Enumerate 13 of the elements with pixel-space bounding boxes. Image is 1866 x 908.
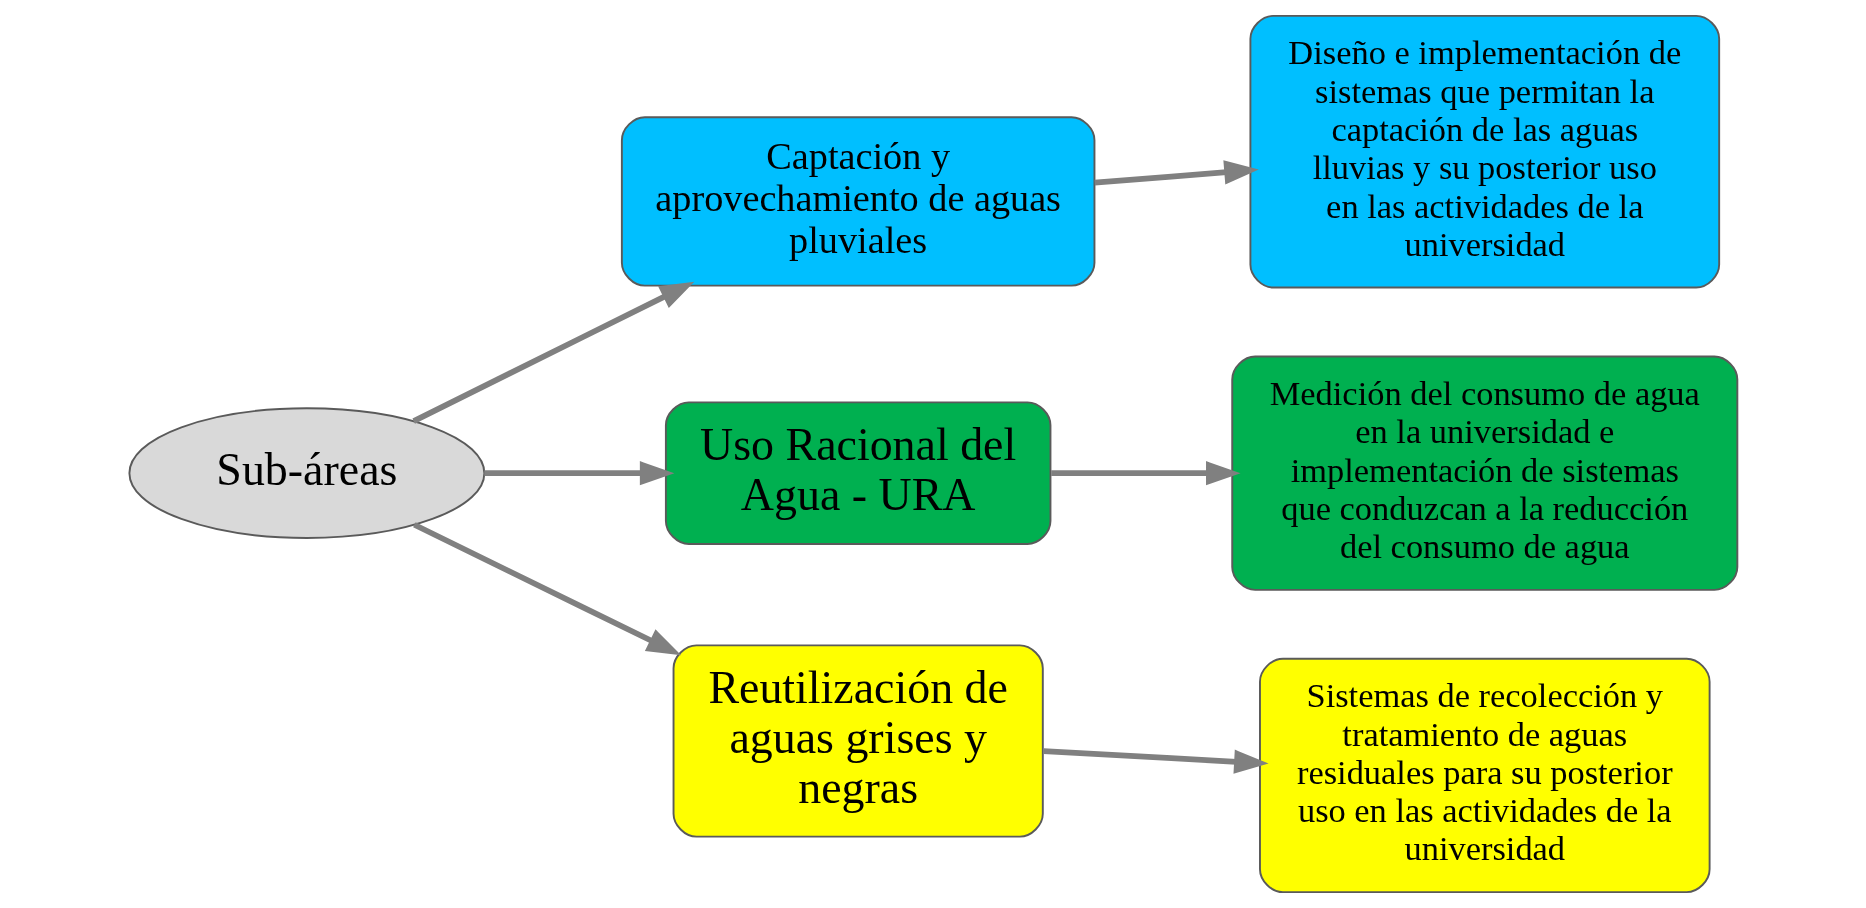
node-box: Uso Racional del Agua - URA (664, 401, 1051, 545)
node-box: Reutilización de aguas grises y negras (672, 644, 1044, 838)
arrow (483, 461, 674, 486)
arrow (412, 522, 681, 656)
node-box: Diseño e implementación de sistemas que permitan la captación de las aguas lluvias y su posterior uso en las actividades de la universidad (1248, 14, 1720, 289)
arrow (411, 281, 694, 424)
node-box: Sistemas de recolección y tratamiento de aguas residuales para su posterior uso en las actividades de la universidad (1258, 657, 1711, 894)
arrow (1093, 160, 1259, 186)
arrow (1050, 461, 1241, 486)
arrow (1042, 748, 1269, 774)
node-ellipse: Sub-áreas (127, 407, 485, 539)
node-box: Captación y aprovechamiento de aguas pluviales (620, 116, 1095, 287)
node-box: Medición del consumo de agua en la universidad e implementación de sistemas que conduzcan a la reducción del consumo de agua (1230, 355, 1738, 591)
